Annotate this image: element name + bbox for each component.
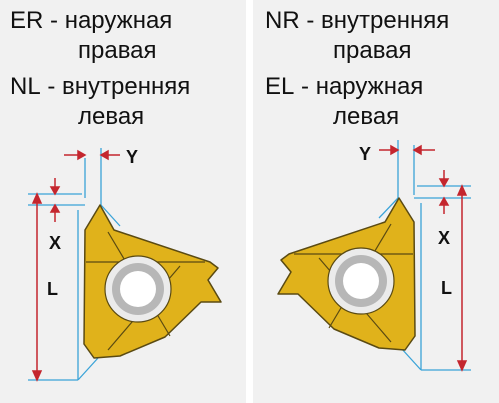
left-text-2: внутренняя <box>62 73 191 100</box>
right-insert <box>277 197 416 351</box>
left-insert <box>83 204 222 359</box>
right-dimensions <box>379 144 468 372</box>
left-line2b: левая <box>78 103 145 130</box>
left-dim-l-label: L <box>47 279 58 299</box>
left-sep-1: - <box>50 7 59 34</box>
left-line1b: правая <box>78 37 157 64</box>
left-dimensions <box>31 149 120 382</box>
right-insert-drawing: Y X L <box>277 140 471 372</box>
right-dim-l-label: L <box>441 278 452 298</box>
left-line2: NL - внутренняя <box>10 74 190 100</box>
right-line2: EL - наружная <box>265 74 423 100</box>
left-sep-2: - <box>47 73 56 100</box>
left-dim-y-label: Y <box>126 147 138 167</box>
left-text-1: наружная <box>64 7 173 34</box>
right-text-1: внутренняя <box>321 7 450 34</box>
right-line1: NR - внутренняя <box>265 8 449 34</box>
right-sep-1: - <box>306 7 315 34</box>
left-code-nl: NL <box>10 73 41 100</box>
left-panel: ER - наружная правая NL - внутренняя лев… <box>0 0 246 403</box>
right-sep-2: - <box>301 73 310 100</box>
left-dim-x-label: X <box>49 233 61 253</box>
right-panel: NR - внутренняя правая EL - наружная лев… <box>253 0 499 403</box>
left-insert-drawing: Y X L <box>28 147 222 382</box>
right-dim-y-label: Y <box>359 144 371 164</box>
left-code-er: ER <box>10 7 44 34</box>
right-line2b: левая <box>333 103 400 130</box>
right-code-nr: NR <box>265 7 300 34</box>
right-line1b: правая <box>333 37 412 64</box>
right-text-2: наружная <box>315 73 424 100</box>
left-line1: ER - наружная <box>10 8 172 34</box>
right-code-el: EL <box>265 73 295 100</box>
right-dim-x-label: X <box>438 228 450 248</box>
